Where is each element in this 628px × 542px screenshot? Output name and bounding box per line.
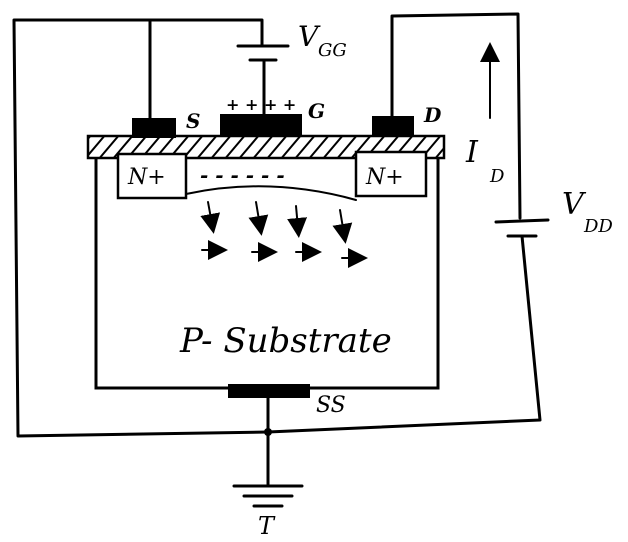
vdd-subscript: DD: [583, 216, 613, 237]
gate-label: G: [308, 99, 325, 123]
oxide-hatch-line: [98, 136, 120, 158]
ground-symbol: [232, 396, 304, 508]
oxide-hatch-line: [88, 136, 106, 157]
oxide-hatch-line: [224, 136, 246, 158]
drain-label: D: [423, 103, 442, 127]
ground-label: T: [258, 512, 276, 540]
wire-drain-loop: [390, 12, 522, 220]
inversion-channel: [185, 185, 357, 201]
drain-current-subscript: D: [489, 166, 505, 187]
vgg-label: V: [298, 20, 321, 53]
source-label: S: [186, 109, 200, 133]
vdd-label: V: [562, 187, 587, 222]
channel-charge-label: - - - - - -: [200, 163, 285, 187]
oxide-hatch-line: [280, 136, 302, 158]
vgg-subscript: GG: [318, 40, 347, 61]
wire-source-up: [148, 18, 264, 122]
n-plus-region-right: [354, 150, 428, 198]
wire-vdd-to-ground: [266, 234, 542, 434]
electron-flow-right-arrows: [201, 240, 368, 268]
oxide-hatch-line: [266, 136, 288, 158]
substrate-contact: [228, 384, 310, 398]
oxide-hatch-line: [252, 136, 274, 158]
oxide-hatch-line: [196, 136, 218, 158]
oxide-hatch-line: [238, 136, 260, 158]
oxide-hatch-line: [350, 136, 372, 158]
substrate-contact-label: SS: [316, 393, 346, 418]
oxide-hatch-line: [322, 136, 344, 158]
n-plus-region-left: [116, 152, 188, 200]
drain-current-label: I: [465, 135, 479, 170]
oxide-hatch-line: [88, 136, 92, 141]
oxide-hatch-line: [308, 136, 330, 158]
n-plus-left-label: N+: [127, 165, 166, 190]
vgg-battery-symbol: [236, 44, 290, 116]
substrate-label: P- Substrate: [179, 321, 392, 361]
oxide-hatch-line: [112, 136, 134, 158]
gate-charge-label: + + + +: [226, 95, 296, 114]
drain-contact: [372, 116, 414, 136]
n-plus-right-label: N+: [365, 165, 404, 190]
oxide-hatch-line: [434, 146, 444, 158]
oxide-hatch-line: [210, 136, 232, 158]
oxide-hatch-line: [336, 136, 358, 158]
vdd-battery-symbol: [494, 218, 550, 238]
source-contact: [132, 118, 176, 138]
electron-flow-down-arrows: [200, 201, 353, 244]
oxide-hatch-line: [294, 136, 316, 158]
gate-contact: [220, 114, 302, 136]
wire-source-left-loop: [12, 18, 270, 438]
